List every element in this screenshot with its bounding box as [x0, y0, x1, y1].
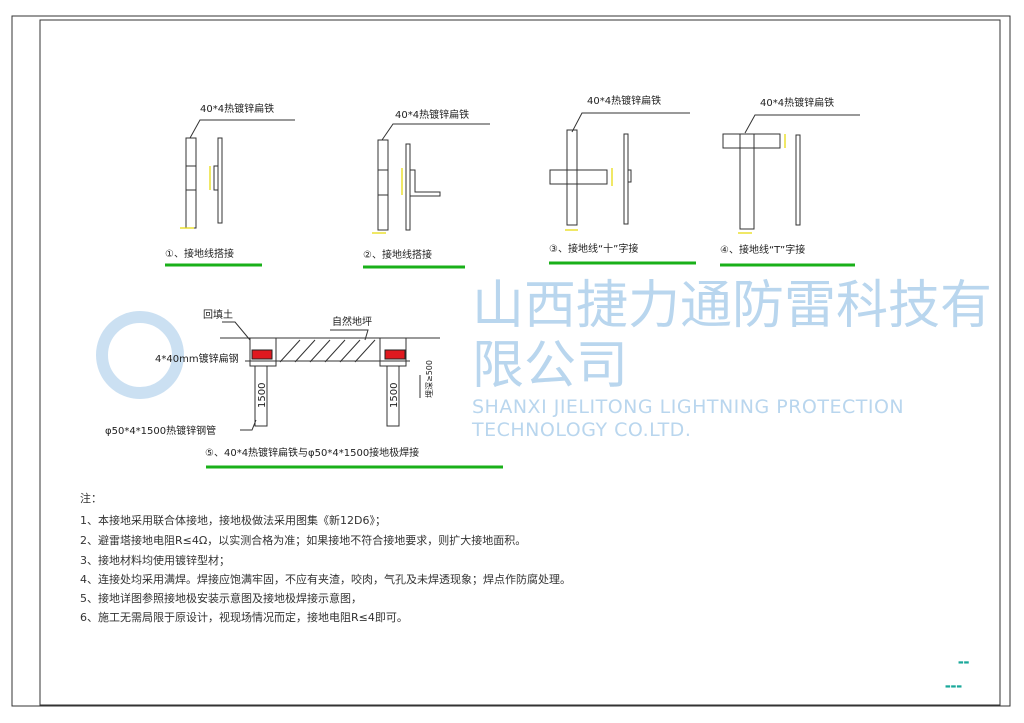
backfill-label: 回填土 [203, 308, 233, 321]
note-item: 6、施工无需局限于原设计，视现场情况而定，接地电阻R≤4即可。 [80, 611, 408, 624]
company-watermark: 山西捷力通防雷科技有限公司 SHANXI JIELITONG LIGHTNING… [472, 276, 992, 442]
note-item: 3、接地材料均使用镀锌型材； [80, 554, 230, 567]
detail-3-material: 40*4热镀锌扁铁 [587, 94, 661, 107]
inner-frame [39, 19, 1001, 706]
note-item: 5、接地详图参照接地极安装示意图及接地极焊接示意图， [80, 592, 362, 605]
note-item: 4、连接处均采用满焊。焊接应饱满牢固，不应有夹渣，咬肉，气孔及未焊透现象；焊点作… [80, 573, 571, 586]
note-item: 1、本接地采用联合体接地，接地极做法采用图集《新12D6》； [80, 514, 386, 527]
detail-4-material: 40*4热镀锌扁铁 [760, 96, 834, 109]
ground-label: 自然地坪 [332, 315, 372, 328]
pipe-label: φ50*4*1500热镀锌钢管 [105, 424, 216, 437]
detail-2-caption: ②、接地线搭接 [363, 248, 432, 261]
detail-2: 40*4热镀锌扁铁 ②、接地线搭接 [363, 108, 490, 269]
detail-2-material: 40*4热镀锌扁铁 [395, 108, 469, 121]
detail-1: 40*4热镀锌扁铁 ①、接地线搭接 [165, 102, 295, 267]
watermark-logo-icon [96, 311, 184, 399]
detail-1-caption: ①、接地线搭接 [165, 247, 234, 260]
detail-5-caption: ⑤、40*4热镀锌扁铁与φ50*4*1500接地极焊接 [205, 446, 419, 459]
pipe-length-right: 1500 [389, 383, 400, 408]
detail-5: 回填土 自然地坪 4*40mm镀锌扁钢 1500 1500 埋深≥500 φ50… [105, 308, 503, 469]
detail-4: 40*4热镀锌扁铁 ④、接地线“T”字接 [720, 96, 860, 267]
detail-3-caption: ③、接地线“十”字接 [549, 242, 638, 255]
detail-3: 40*4热镀锌扁铁 ③、接地线“十”字接 [549, 94, 696, 265]
outer-frame [11, 15, 1011, 707]
stamp-mark-1: ▬▬ [958, 659, 970, 666]
pipe-length-left: 1500 [257, 383, 268, 408]
depth-label: 埋深≥500 [424, 360, 434, 398]
note-item: 2、避雷塔接地电阻R≤4Ω，以实测合格为准；如果接地不符合接地要求，则扩大接地面… [80, 534, 527, 547]
notes-title: 注： [80, 492, 102, 505]
watermark-en: SHANXI JIELITONG LIGHTNING PROTECTION TE… [472, 396, 905, 441]
stamp-mark-2: ▬▬▬ [945, 683, 962, 690]
watermark-cn: 山西捷力通防雷科技有限公司 [472, 276, 993, 396]
detail-4-caption: ④、接地线“T”字接 [720, 243, 805, 256]
strip-label: 4*40mm镀锌扁钢 [155, 352, 239, 365]
detail-1-material: 40*4热镀锌扁铁 [200, 102, 274, 115]
